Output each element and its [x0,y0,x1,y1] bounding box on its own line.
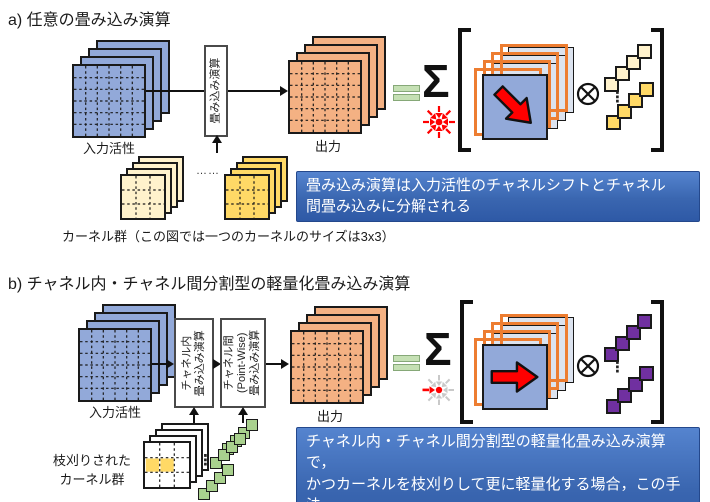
ellipsis-vertical: ⋮ [610,89,625,106]
arrowhead-up [212,135,222,143]
input-activation-label-a: 入力活性 [82,141,135,156]
kernel-weight-chain-cream [604,44,652,92]
grid-lines [290,62,360,132]
sigma-symbol-a: Σ [422,55,450,107]
arrowhead-right [281,359,289,369]
pointwise-weight-chain-purple [604,314,652,362]
close-bracket-icon [651,300,664,424]
pruned-pointwise-chain-green [210,433,246,469]
shift-stack-a [474,44,578,142]
output-label-a: 出力 [314,139,341,154]
close-bracket-icon [651,28,664,152]
arrow-line [242,413,244,423]
input-activation-label-b: 入力活性 [88,405,141,420]
arrow-line [228,90,280,92]
arrowhead-right [280,86,288,96]
arrow-line [216,141,218,153]
kernel-layer-front [224,174,270,220]
diagonal-shift-arrow-icon [493,85,532,124]
pointwise-conv-label: チャネル間 (Point-Wise) 畳み込み演算 [223,330,262,396]
weight-cell [639,82,654,97]
pruned-kernel-front [143,441,191,489]
pointwise-weight-chain-purple [606,366,654,414]
arrowhead-up [189,407,199,415]
activation-layer-front [78,328,152,402]
sigma-symbol-b: Σ [424,323,452,375]
intra-channel-conv-label: チャネル内 畳み込み演算 [180,330,206,396]
weight-cell [246,419,258,431]
conv-op-box-a: 畳み込み演算 [204,45,228,137]
kernel-stack-yellow [224,156,288,220]
open-bracket-icon [458,28,471,152]
equals-icon [393,355,420,362]
kernel-group-caption: カーネル群（この図では一つのカーネルのサイズは3x3） [62,229,395,244]
ellipsis-horizontal: …… [196,165,220,177]
ellipsis-vertical: ⋮ [610,359,625,376]
weight-cell [222,464,234,476]
ellipsis-vertical: ⋮ [198,452,213,469]
grid-lines [226,176,268,218]
arrow-line [152,363,167,365]
arrow-line [146,90,204,92]
shifted-channel-front [482,344,548,410]
weight-cell [637,314,652,329]
pruned-kernel-caption: 枝刈りされた カーネル群 [52,453,131,487]
section-a-title: a) 任意の畳み込み演算 [8,12,171,29]
pruned-kernel-stack [143,423,209,489]
arrowhead-right [166,359,174,369]
equals-icon [393,85,420,92]
weight-cell [234,433,246,445]
kernel-weight-chain-yellow [606,82,654,130]
output-stack-a [288,36,386,134]
kernel-layer-front [120,174,166,220]
section-b-title: b) チャネル内・チャネル間分割型の軽量化畳み込み演算 [8,276,411,293]
activation-layer-front [72,64,146,138]
channel-shift-icon-a [423,106,455,138]
note-box-a: 畳み込み演算は入力活性のチャネルシフトとチャネル 間畳み込みに分解される [296,171,700,222]
weight-cell [637,44,652,59]
input-activation-stack-a [72,40,170,138]
grid-lines [122,176,164,218]
conv-op-box-a-label: 畳み込み演算 [209,58,222,124]
open-bracket-icon [460,300,473,424]
shift-stack-b [474,314,578,412]
arrow-line [266,363,282,365]
equals-icon [393,364,420,371]
note-box-b: チャネル内・チャネル間分割型の軽量化畳み込み演算で， かつカーネルを枝刈りして更… [296,427,700,502]
otimes-icon [576,354,600,378]
output-label-b: 出力 [316,409,343,424]
output-stack-b [290,306,388,404]
otimes-icon [576,82,600,106]
pruned-pointwise-chain-green [198,464,234,500]
shifted-channel-front [482,74,548,140]
output-layer-front [288,60,362,134]
equals-icon [393,94,420,101]
channel-shift-icon-b [422,375,454,405]
input-activation-stack-b [78,304,176,402]
arrowhead-right [213,359,221,369]
grid-lines [292,332,362,402]
intra-channel-conv-box: チャネル内 畳み込み演算 [174,318,214,408]
pointwise-conv-box: チャネル間 (Point-Wise) 畳み込み演算 [220,318,266,408]
output-layer-front [290,330,364,404]
weight-cell [639,366,654,381]
grid-lines [145,443,189,487]
horizontal-shift-arrow-icon [490,361,539,393]
grid-lines [74,66,144,136]
grid-lines [80,330,150,400]
kernel-stack-cream [120,156,184,220]
arrowhead-up [238,407,248,415]
arrow-line [193,413,195,423]
